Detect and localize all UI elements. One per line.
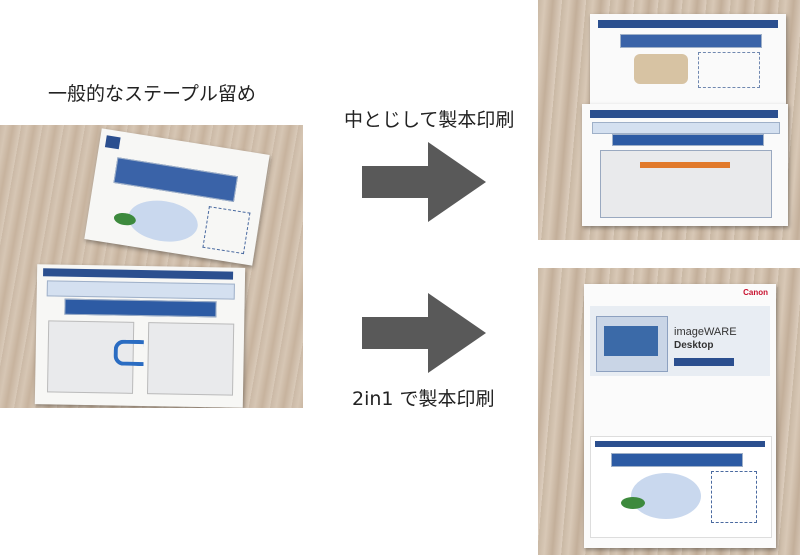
stapled-page-back bbox=[84, 128, 270, 266]
right-arrow-icon bbox=[362, 293, 486, 373]
cover-inner-page bbox=[590, 436, 772, 538]
staple-label: 一般的なステープル留め bbox=[48, 83, 256, 105]
canon-logo: Canon bbox=[743, 288, 768, 297]
saddle-stitch-label: 中とじして製本印刷 bbox=[344, 109, 515, 131]
right-arrow-icon bbox=[362, 142, 486, 222]
stapled-sheets-photo bbox=[0, 125, 303, 408]
saddle-stitch-booklet-photo bbox=[538, 0, 800, 240]
two-in-one-label: 2in1 で製本印刷 bbox=[352, 388, 495, 410]
cover-title-line1: imageWARE bbox=[674, 326, 737, 338]
two-in-one-booklet-photo: Canon imageWARE Desktop bbox=[538, 268, 800, 555]
booklet-lower-page bbox=[582, 104, 788, 226]
booklet-upper-page bbox=[590, 14, 786, 104]
booklet-cover: Canon imageWARE Desktop bbox=[584, 284, 776, 548]
cover-banner: imageWARE Desktop bbox=[590, 306, 770, 376]
stapled-page-front bbox=[34, 264, 246, 408]
cover-title-line2: Desktop bbox=[674, 340, 714, 351]
